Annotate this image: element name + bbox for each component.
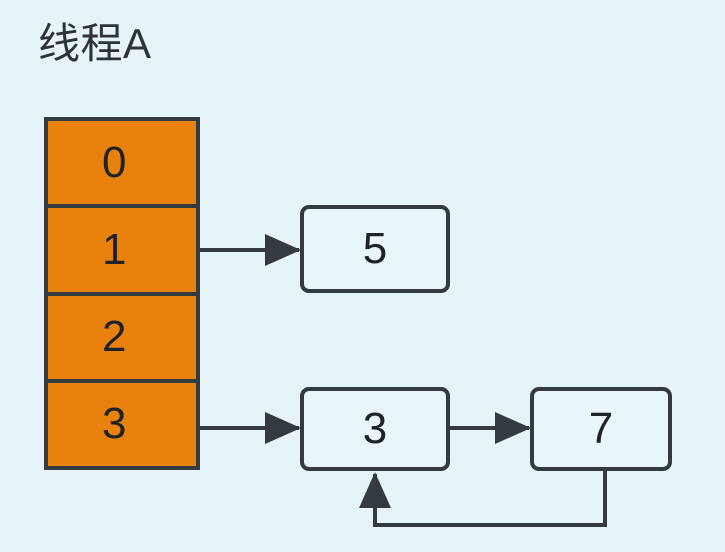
bucket-index-label: 2 — [102, 312, 127, 362]
bucket-cell-0[interactable]: 0 — [48, 121, 196, 209]
arrow-node7-to-node3-loop — [359, 471, 607, 527]
node-value-label: 3 — [362, 404, 388, 453]
bucket-index-label: 1 — [102, 224, 127, 274]
node-value-label: 5 — [362, 224, 388, 273]
bucket-cell-2[interactable]: 2 — [48, 296, 196, 383]
list-node-3[interactable]: 3 — [300, 387, 450, 471]
bucket-cell-3[interactable]: 3 — [48, 383, 196, 466]
bucket-index-label: 3 — [102, 399, 127, 449]
page-title: 线程A — [38, 20, 152, 67]
node-value-label: 7 — [588, 404, 614, 453]
bucket-cell-1[interactable]: 1 — [48, 208, 196, 296]
hash-bucket-array: 0 1 2 3 — [44, 117, 200, 470]
bucket-index-label: 0 — [102, 137, 127, 187]
list-node-5[interactable]: 5 — [300, 205, 450, 293]
list-node-7[interactable]: 7 — [530, 387, 672, 471]
